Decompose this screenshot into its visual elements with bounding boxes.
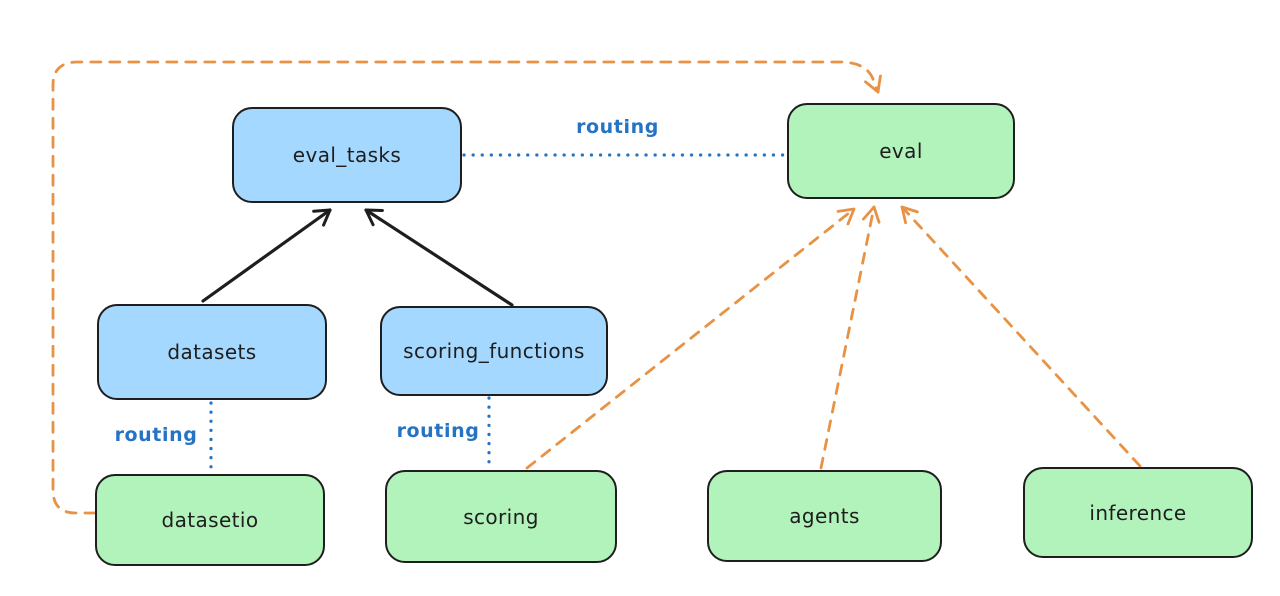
node-eval: eval (787, 103, 1015, 199)
edge-label-routing-eval: routing (576, 116, 659, 138)
node-agents: agents (707, 470, 942, 562)
node-datasets-label: datasets (167, 340, 257, 364)
node-datasetio-label: datasetio (161, 508, 259, 532)
edge-label-routing-datasetio: routing (114, 424, 198, 446)
node-eval-tasks-label: eval_tasks (292, 143, 402, 167)
node-inference: inference (1023, 467, 1253, 558)
node-scoring-functions: scoring_functions (380, 306, 608, 396)
node-scoring: scoring (385, 470, 617, 563)
edge-scoring-functions-to-eval-tasks (364, 208, 514, 307)
node-eval-tasks: eval_tasks (232, 107, 462, 203)
edge-agents-to-eval (819, 205, 881, 470)
node-eval-label: eval (879, 139, 923, 163)
node-inference-label: inference (1089, 500, 1187, 525)
edge-inference-to-eval (900, 205, 1142, 468)
node-scoring-functions-label: scoring_functions (403, 339, 585, 363)
node-agents-label: agents (789, 504, 860, 528)
edge-datasets-to-eval-tasks (201, 208, 332, 303)
node-datasets: datasets (97, 304, 327, 400)
node-datasetio: datasetio (95, 474, 325, 566)
edge-datasetio-to-eval (51, 60, 882, 515)
edge-scoring-to-eval (525, 207, 856, 470)
node-scoring-label: scoring (463, 504, 539, 529)
edge-label-routing-scoring: routing (396, 420, 480, 442)
